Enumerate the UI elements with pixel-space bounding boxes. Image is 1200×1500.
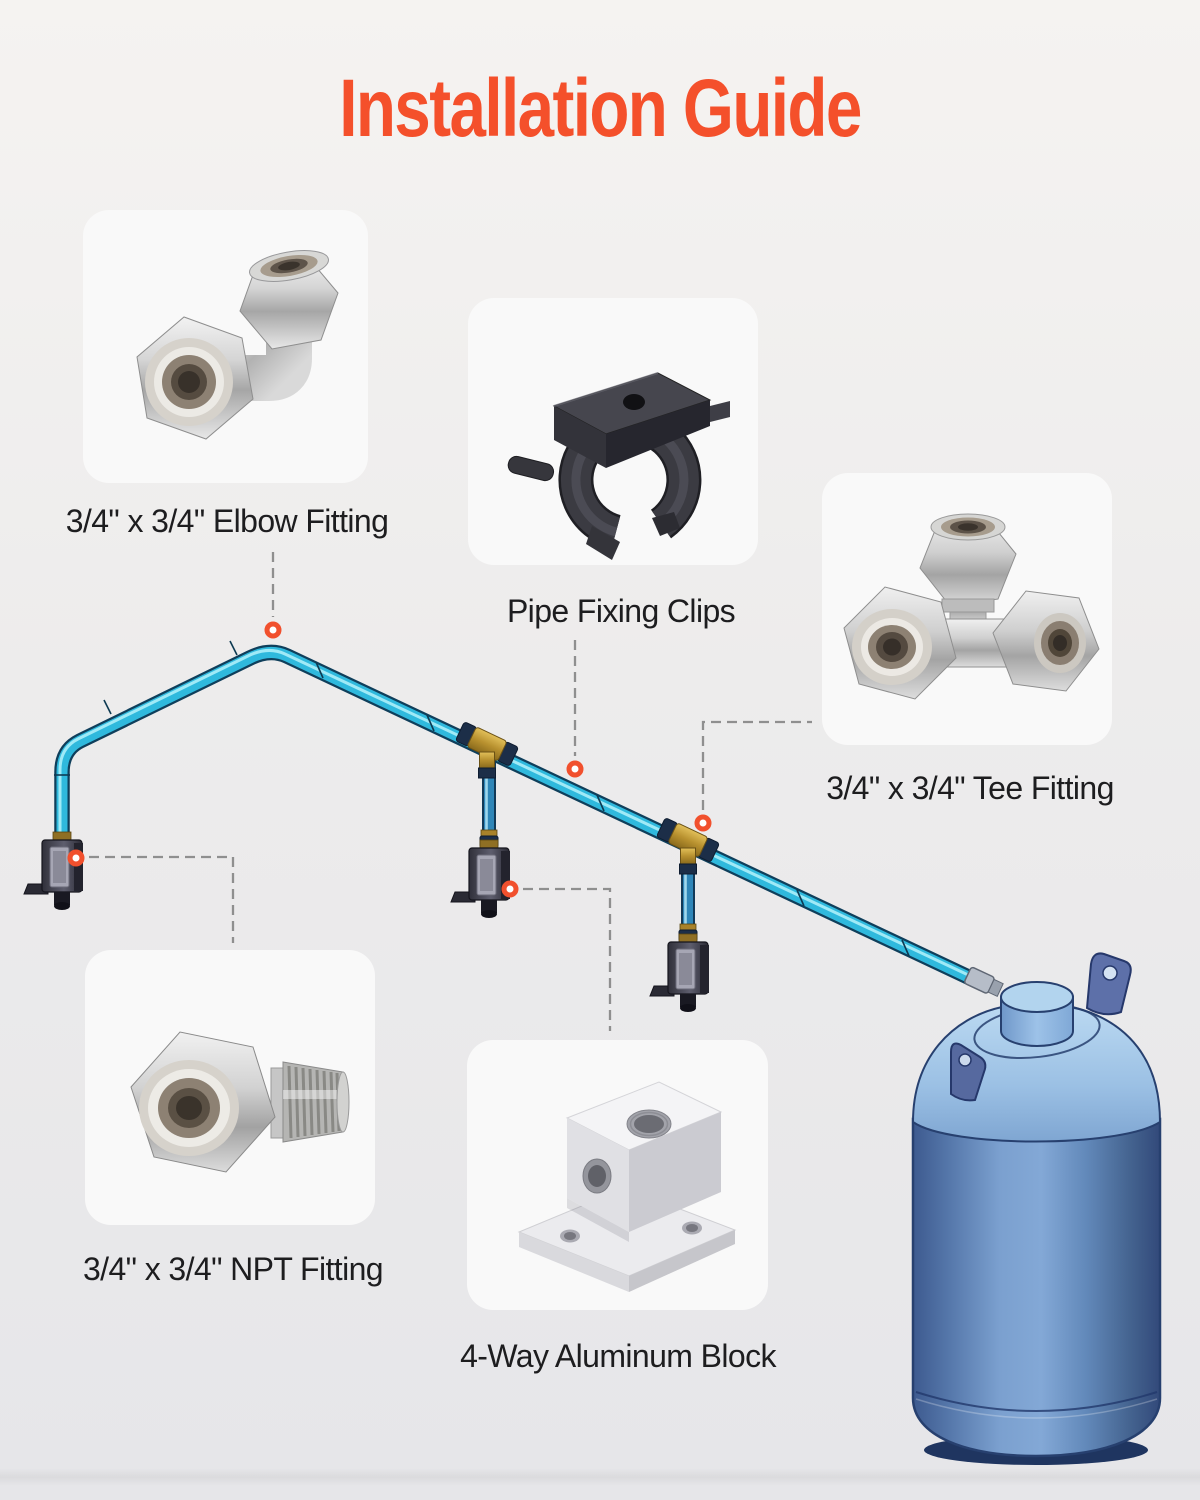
aluminum-block-marker bbox=[501, 880, 519, 898]
pipe-fixing-clip-marker bbox=[566, 760, 584, 778]
elbow-fitting-photo bbox=[136, 250, 339, 440]
tee-fitting-2 bbox=[656, 818, 720, 875]
nozzle-block-left bbox=[23, 831, 83, 910]
label-elbow-fitting: 3/4" x 3/4" Elbow Fitting bbox=[65, 503, 389, 539]
aluminum-block-photo bbox=[517, 1081, 737, 1292]
card-npt-fitting bbox=[85, 950, 375, 1225]
tank-lug-left bbox=[950, 1042, 987, 1102]
nozzle-block-center bbox=[450, 839, 510, 918]
pipe-fixing-clip-photo bbox=[507, 372, 730, 560]
npt-fitting-photo bbox=[130, 1031, 350, 1173]
tank-inlet-connector bbox=[964, 966, 1004, 998]
card-aluminum-block bbox=[467, 1040, 768, 1310]
leader-npt-fitting bbox=[89, 855, 235, 943]
card-elbow-fitting bbox=[83, 210, 368, 483]
label-aluminum-block: 4-Way Aluminum Block bbox=[460, 1338, 776, 1374]
tee-fitting-photo bbox=[843, 513, 1100, 700]
leader-tee-fitting bbox=[701, 720, 812, 810]
tank-lug-right bbox=[1085, 952, 1132, 1016]
label-pipe-fixing-clips: Pipe Fixing Clips bbox=[506, 593, 736, 629]
tee-fitting-marker bbox=[694, 814, 712, 832]
water-tank bbox=[911, 952, 1162, 1465]
card-pipe-fixing-clips bbox=[468, 298, 758, 565]
elbow-fitting-marker bbox=[264, 621, 282, 639]
label-npt-fitting: 3/4" x 3/4" NPT Fitting bbox=[82, 1251, 384, 1287]
leader-aluminum-block bbox=[523, 887, 612, 1031]
main-pipe-run bbox=[54, 640, 987, 992]
floor-shadow bbox=[0, 1468, 1200, 1486]
page-title: Installation Guide bbox=[339, 63, 862, 154]
tee-fitting-1 bbox=[455, 722, 519, 779]
pipe-segment-joints bbox=[54, 640, 910, 957]
npt-fitting-marker bbox=[67, 849, 85, 867]
label-tee-fitting: 3/4" x 3/4" Tee Fitting bbox=[826, 770, 1114, 806]
card-tee-fitting bbox=[822, 473, 1112, 745]
nozzle-block-right bbox=[649, 933, 709, 1012]
